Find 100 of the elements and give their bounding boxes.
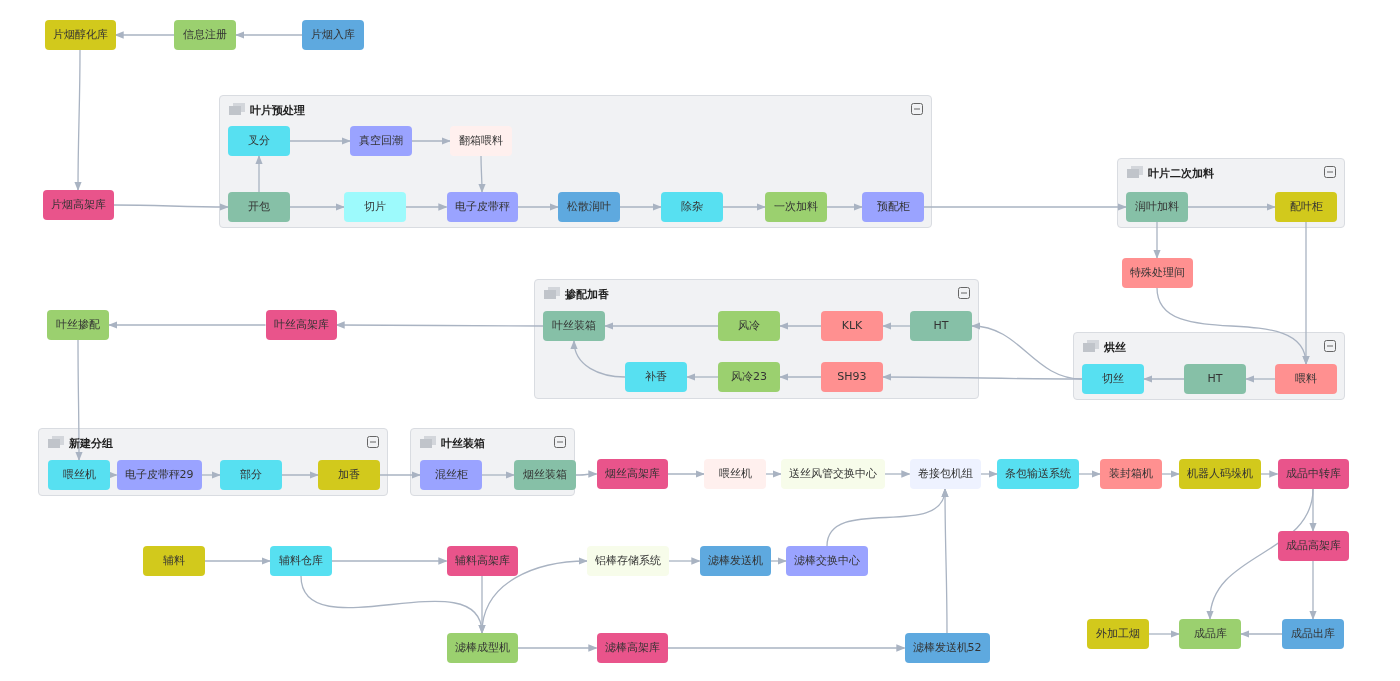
group-panel xyxy=(534,279,979,399)
arrow xyxy=(1245,375,1276,383)
arrow xyxy=(289,203,345,211)
process-box: 电子皮带秤29 xyxy=(116,460,202,490)
process-box: 混丝柜 xyxy=(420,460,482,490)
arrow xyxy=(405,203,448,211)
arrow xyxy=(200,471,221,479)
process-box: 烟丝高架库 xyxy=(596,459,668,489)
arrow xyxy=(411,137,451,145)
process-box: 辅料 xyxy=(143,546,205,576)
process-box: 润叶加料 xyxy=(1126,192,1188,222)
group-title: 烘丝 xyxy=(1104,340,1126,355)
process-box: 预配柜 xyxy=(862,192,924,222)
arrow xyxy=(108,321,267,329)
arrow xyxy=(516,644,598,652)
arrow xyxy=(481,471,515,479)
process-box: 片烟高架库 xyxy=(42,190,114,220)
group-panel xyxy=(219,95,932,228)
process-box: 配叶柜 xyxy=(1275,192,1337,222)
group-title: 掺配加香 xyxy=(565,287,609,302)
process-box: 开包 xyxy=(228,192,290,222)
process-box: 滤棒高架库 xyxy=(596,633,668,663)
arrow xyxy=(1187,203,1276,211)
arrow xyxy=(575,470,598,478)
arrow xyxy=(281,471,319,479)
arrow xyxy=(666,470,705,478)
process-box: 电子皮带秤 xyxy=(446,192,518,222)
arrow xyxy=(779,322,822,330)
arrow xyxy=(722,203,766,211)
process-box: 辅料仓库 xyxy=(270,546,332,576)
arrow xyxy=(478,155,486,193)
arrow xyxy=(255,155,263,193)
arrow xyxy=(1078,470,1101,478)
arrow xyxy=(979,470,998,478)
arrow xyxy=(379,471,421,479)
process-box: 松散润叶 xyxy=(558,192,620,222)
process-box: 成品中转库 xyxy=(1277,459,1349,489)
arrow xyxy=(1143,375,1185,383)
arrow xyxy=(235,31,303,39)
arrow xyxy=(1161,470,1180,478)
arrow xyxy=(826,203,863,211)
arrow xyxy=(604,322,719,330)
process-box: 风冷23 xyxy=(718,362,780,392)
process-box: 铝棒存储系统 xyxy=(587,546,669,576)
process-box: 片烟醇化库 xyxy=(44,20,116,50)
process-box: 部分 xyxy=(220,460,282,490)
process-box: 成品出库 xyxy=(1282,619,1344,649)
arrow xyxy=(516,203,559,211)
process-box: KLK xyxy=(821,311,883,341)
arrow xyxy=(74,49,82,191)
arrow xyxy=(686,373,719,381)
process-box: 喂丝机 xyxy=(704,459,766,489)
process-box: 条包输送系统 xyxy=(997,459,1079,489)
arrow xyxy=(1309,560,1317,620)
process-box: 翻箱喂料 xyxy=(450,126,512,156)
arrow xyxy=(571,340,626,378)
arrow xyxy=(1148,630,1180,638)
arrow xyxy=(882,373,1083,381)
process-box: 烟丝装箱 xyxy=(514,460,576,490)
process-box: 成品库 xyxy=(1179,619,1241,649)
group-title: 叶片二次加料 xyxy=(1148,166,1214,181)
process-box: 装封箱机 xyxy=(1100,459,1162,489)
process-box: 喂丝机 xyxy=(48,460,110,490)
process-box: HT xyxy=(910,311,972,341)
process-box: 滤棒发送机52 xyxy=(904,633,990,663)
group-panel xyxy=(1117,158,1345,228)
arrow xyxy=(923,203,1127,211)
group-title: 叶丝装箱 xyxy=(441,436,485,451)
group-panel xyxy=(410,428,575,496)
arrow xyxy=(481,557,588,634)
arrow xyxy=(668,557,701,565)
process-box: 辅料高架库 xyxy=(446,546,518,576)
arrow xyxy=(1260,470,1279,478)
arrow xyxy=(619,203,662,211)
group-title: 叶片预处理 xyxy=(250,103,305,118)
arrow xyxy=(112,203,229,211)
arrow xyxy=(882,322,911,330)
arrow xyxy=(75,339,83,461)
process-box: 机器人码垛机 xyxy=(1179,459,1261,489)
process-box: 叉分 xyxy=(228,126,290,156)
process-box: 成品高架库 xyxy=(1277,531,1349,561)
arrow xyxy=(941,488,949,634)
process-box: 叶丝装箱 xyxy=(543,311,605,341)
group-title: 新建分组 xyxy=(69,436,113,451)
arrow xyxy=(769,557,787,565)
arrow xyxy=(331,557,448,565)
arrow xyxy=(1207,488,1314,620)
process-box: SH93 xyxy=(821,362,883,392)
arrow xyxy=(1302,221,1310,365)
process-box: 切片 xyxy=(344,192,406,222)
process-box: 片烟入库 xyxy=(302,20,364,50)
process-box: 喂料 xyxy=(1275,364,1337,394)
arrow xyxy=(289,137,351,145)
process-box: 滤棒成型机 xyxy=(446,633,518,663)
arrow xyxy=(779,373,822,381)
arrow xyxy=(108,471,118,479)
process-box: 切丝 xyxy=(1082,364,1144,394)
process-box: 一次加料 xyxy=(765,192,827,222)
arrow xyxy=(765,470,782,478)
arrow xyxy=(666,644,906,652)
